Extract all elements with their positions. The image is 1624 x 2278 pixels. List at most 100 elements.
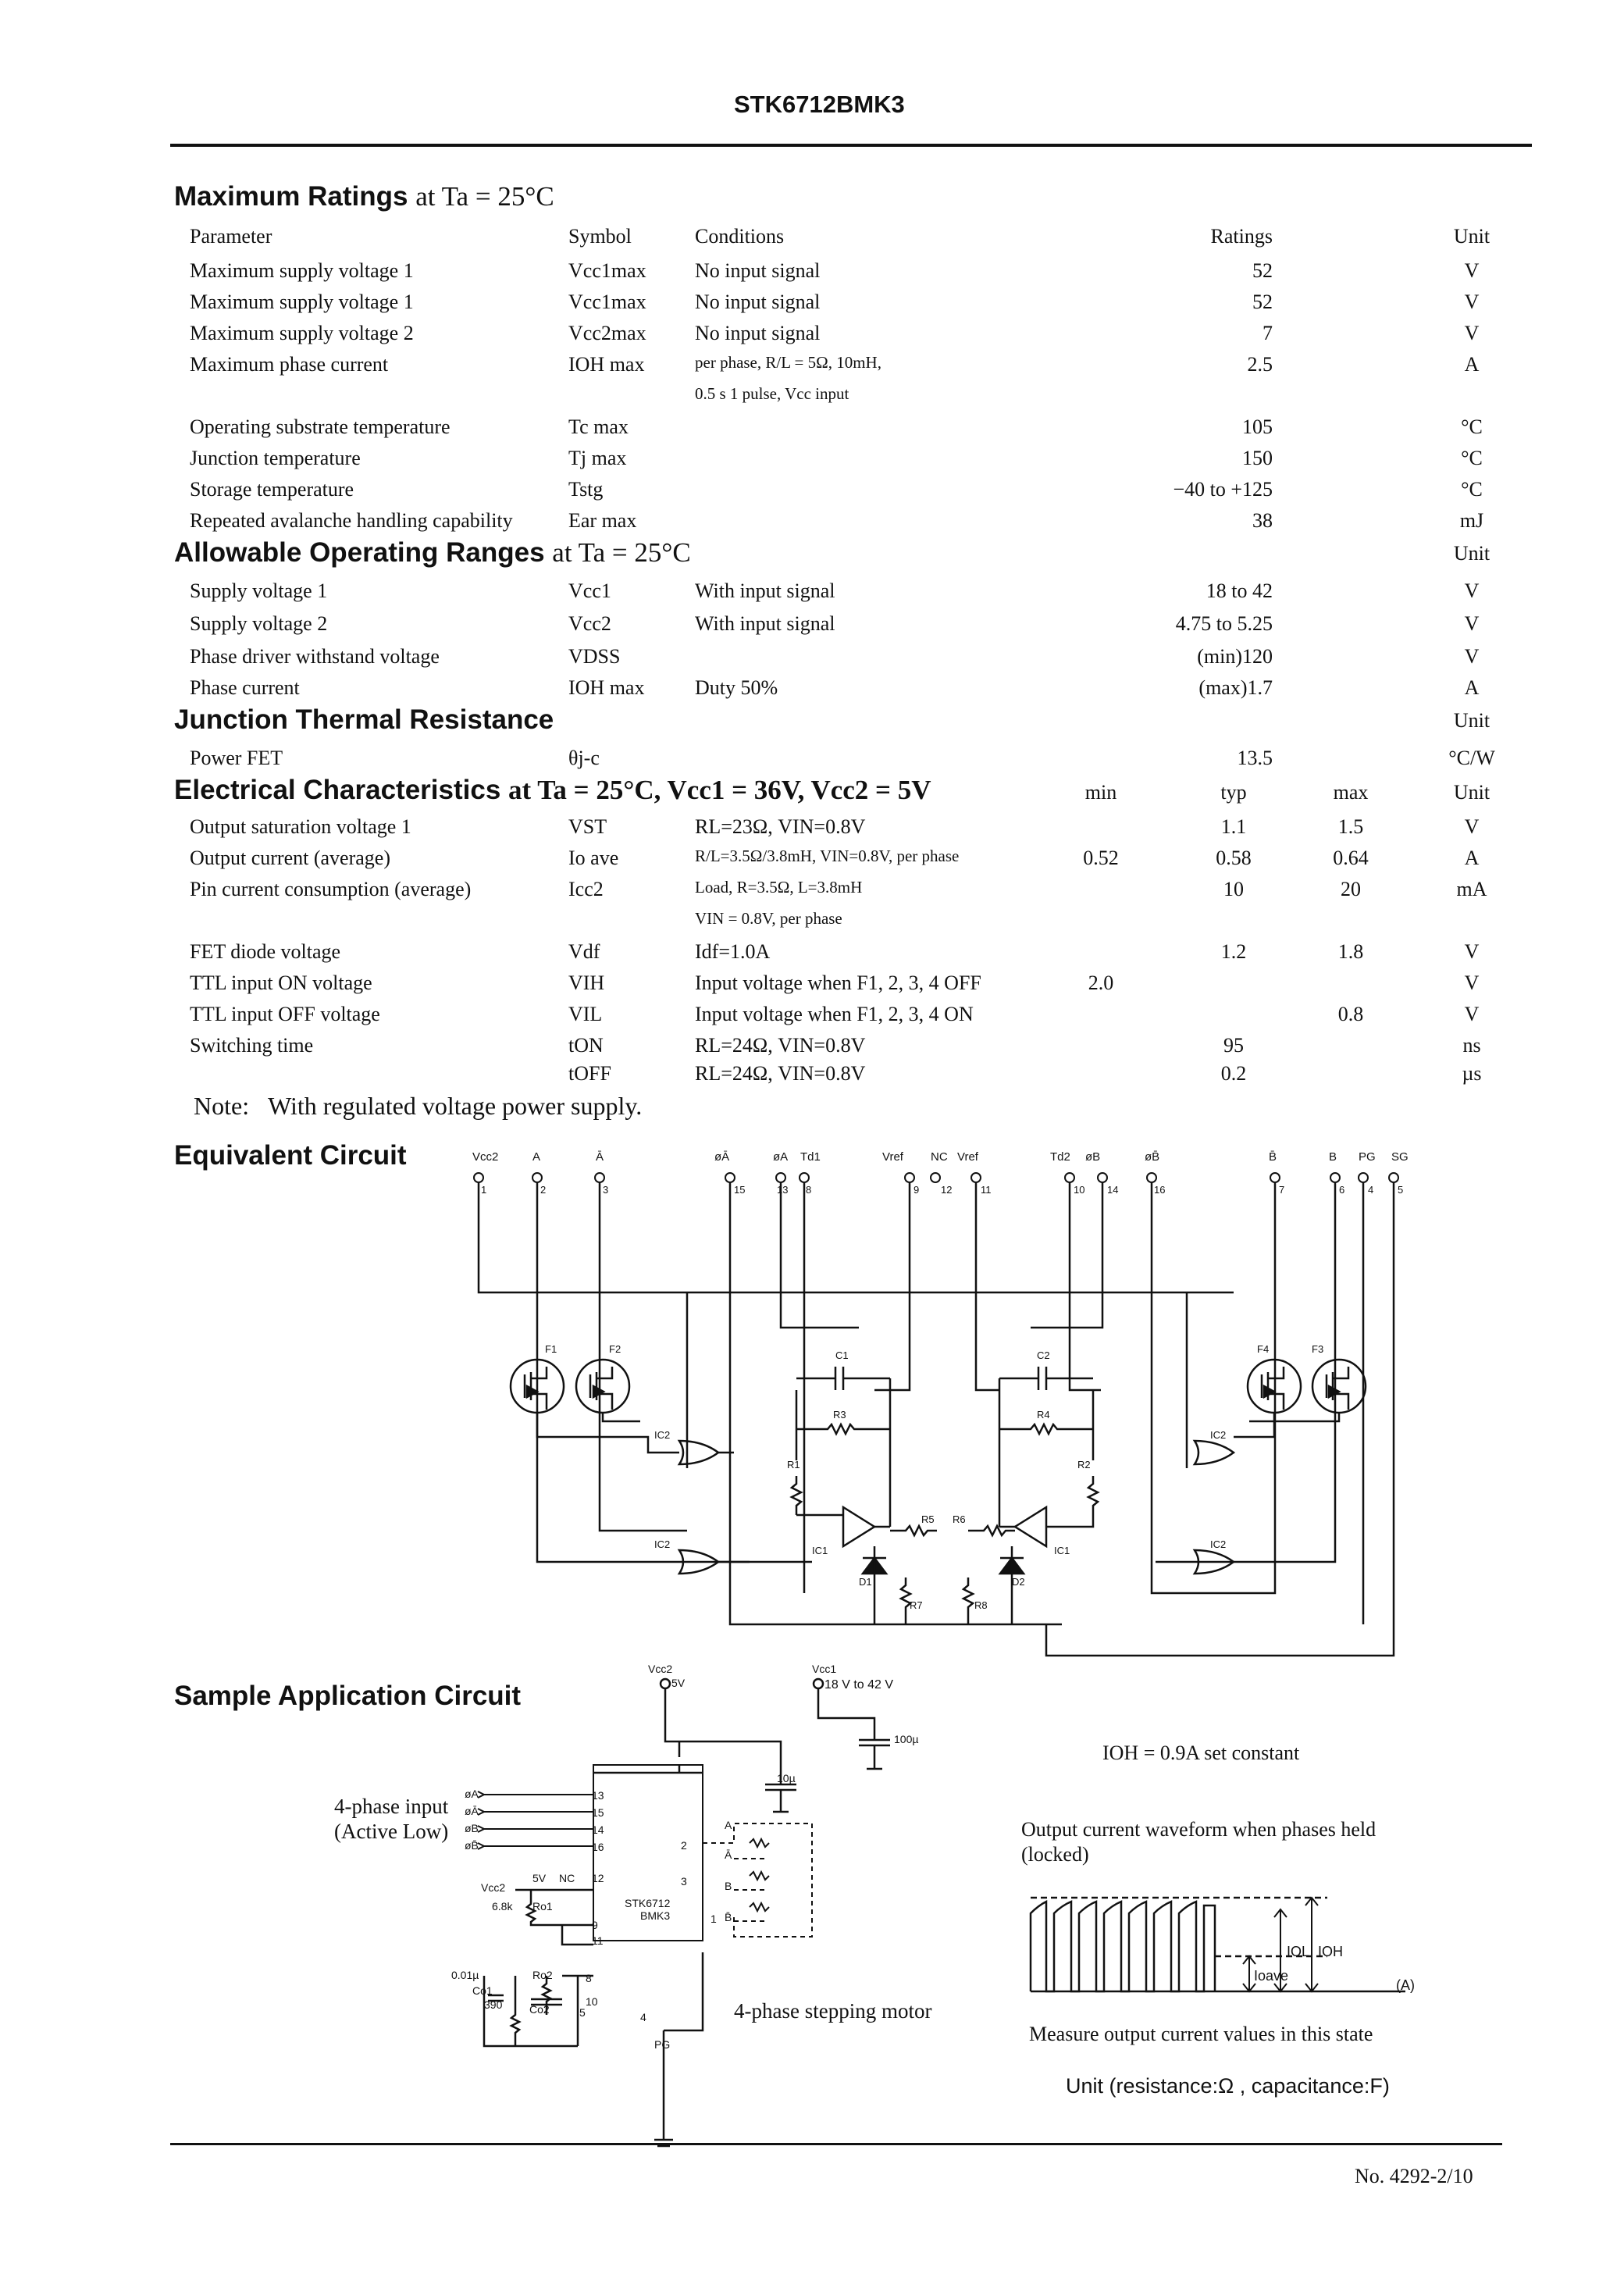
label-f1: F1 <box>545 1343 557 1355</box>
in-b: øB <box>465 1822 479 1834</box>
measure-note: Measure output current values in this st… <box>1029 2023 1373 2045</box>
thermal-title: Junction Thermal Resistance <box>174 704 554 735</box>
svg-text:4: 4 <box>640 2011 646 2023</box>
pin-number: 9 <box>914 1184 919 1196</box>
svg-text:A: A <box>725 1819 732 1831</box>
in-a: øA <box>465 1788 479 1800</box>
svg-text:16: 16 <box>592 1841 604 1853</box>
label-d2: D2 <box>1012 1576 1025 1588</box>
output-waveform: IOL IOH Ioave (A) <box>1029 1896 1415 1993</box>
svg-text:14: 14 <box>592 1823 604 1836</box>
c100-label: 100µ <box>894 1733 918 1745</box>
wave-title-2: (locked) <box>1021 1843 1089 1866</box>
pin-label: øĀ <box>714 1150 729 1164</box>
op-ranges-title: Allowable Operating Ranges at Ta = 25°C <box>174 537 691 568</box>
svg-text:6.8k: 6.8k <box>492 1900 513 1913</box>
elec-title: Electrical Characteristics at Ta = 25°C,… <box>174 775 931 805</box>
vcc1-label: Vcc1 <box>812 1663 836 1675</box>
op-ranges-unit-header: Unit <box>1453 542 1490 565</box>
pin-number: 4 <box>1368 1184 1373 1196</box>
svg-text:B: B <box>725 1880 732 1892</box>
sample-application-diagram: Vcc2 5V Vcc1 100µ 10µ øA øĀ øB øB̄ 13 15… <box>451 1663 918 2148</box>
pin-label: B <box>1329 1150 1337 1164</box>
svg-text:Ā: Ā <box>725 1848 732 1861</box>
label-ic1: IC1 <box>812 1545 828 1556</box>
ioh-note: IOH = 0.9A set constant <box>1102 1741 1300 1764</box>
label-f3: F3 <box>1312 1343 1323 1355</box>
pin-number: 5 <box>1398 1184 1403 1196</box>
pin-label: øA <box>773 1150 788 1164</box>
pin-label: øB̄ <box>1145 1150 1159 1164</box>
pin-label: Td2 <box>1050 1150 1070 1164</box>
svg-text:Vcc2: Vcc2 <box>481 1881 505 1894</box>
pin-label: B̄ <box>1269 1150 1277 1164</box>
table-row-cont: VIN = 0.8V, per phase <box>695 909 842 928</box>
motor-label: 4-phase stepping motor <box>734 1999 932 2023</box>
label-ioh: IOH <box>1318 1944 1343 1959</box>
svg-text:8: 8 <box>586 1972 592 1984</box>
svg-text:10: 10 <box>586 1995 598 2008</box>
equiv-title: Equivalent Circuit <box>174 1140 407 1171</box>
footer-rule <box>170 2143 1502 2145</box>
svg-text:12: 12 <box>592 1872 604 1884</box>
svg-text:3: 3 <box>681 1875 687 1888</box>
pin-label: Td1 <box>800 1150 821 1164</box>
pin-number: 10 <box>1074 1184 1084 1196</box>
table-row-cont: 0.5 s 1 pulse, Vcc input <box>695 384 849 403</box>
svg-text:B̄: B̄ <box>725 1911 732 1923</box>
max-ratings-header: Parameter Symbol Conditions Ratings Unit <box>190 225 1490 248</box>
svg-text:0.01µ: 0.01µ <box>451 1969 479 1981</box>
pin-number: 8 <box>806 1184 811 1196</box>
sample-title: Sample Application Circuit <box>174 1681 522 1711</box>
svg-text:Ro1: Ro1 <box>532 1900 553 1913</box>
in-bbar: øB̄ <box>465 1839 479 1852</box>
input-label-2: (Active Low) <box>334 1820 449 1843</box>
pin-number: 3 <box>603 1184 608 1196</box>
pin-label: NC <box>931 1150 948 1164</box>
input-label-1: 4-phase input <box>334 1795 449 1818</box>
label-r2: R2 <box>1077 1459 1091 1471</box>
svg-text:5: 5 <box>579 2006 586 2019</box>
unit-note: Unit (resistance:Ω , capacitance:F) <box>1066 2074 1390 2098</box>
svg-text:Ro2: Ro2 <box>532 1969 553 1981</box>
pin-number: 2 <box>540 1184 546 1196</box>
max-ratings-title: Maximum Ratings at Ta = 25°C <box>174 181 554 212</box>
pin-number: 14 <box>1107 1184 1118 1196</box>
label-c1: C1 <box>835 1349 849 1361</box>
svg-text:PG: PG <box>654 2038 670 2051</box>
label-r4: R4 <box>1037 1409 1050 1421</box>
label-ioave: Ioave <box>1254 1968 1288 1984</box>
label-f2: F2 <box>609 1343 621 1355</box>
svg-text:1: 1 <box>710 1913 717 1925</box>
svg-text:13: 13 <box>592 1789 604 1802</box>
wave-title-1: Output current waveform when phases held <box>1021 1818 1376 1841</box>
part-number: STK6712BMK3 <box>734 91 905 118</box>
pin-number: 6 <box>1339 1184 1344 1196</box>
label-ic1: IC1 <box>1054 1545 1070 1556</box>
thermal-unit-header: Unit <box>1453 709 1490 732</box>
in-abar: øĀ <box>465 1805 479 1817</box>
vcc1-volt: 18 V to 42 V <box>824 1678 893 1692</box>
label-ic2: IC2 <box>1210 1538 1226 1550</box>
pin-label: Vcc2 <box>472 1150 498 1164</box>
pin-number: 16 <box>1154 1184 1165 1196</box>
pin-label: Ā <box>596 1150 604 1164</box>
label-d1: D1 <box>859 1576 872 1588</box>
label-r8: R8 <box>974 1599 988 1611</box>
pin-number: 7 <box>1279 1184 1284 1196</box>
pin-label: SG <box>1391 1150 1409 1164</box>
